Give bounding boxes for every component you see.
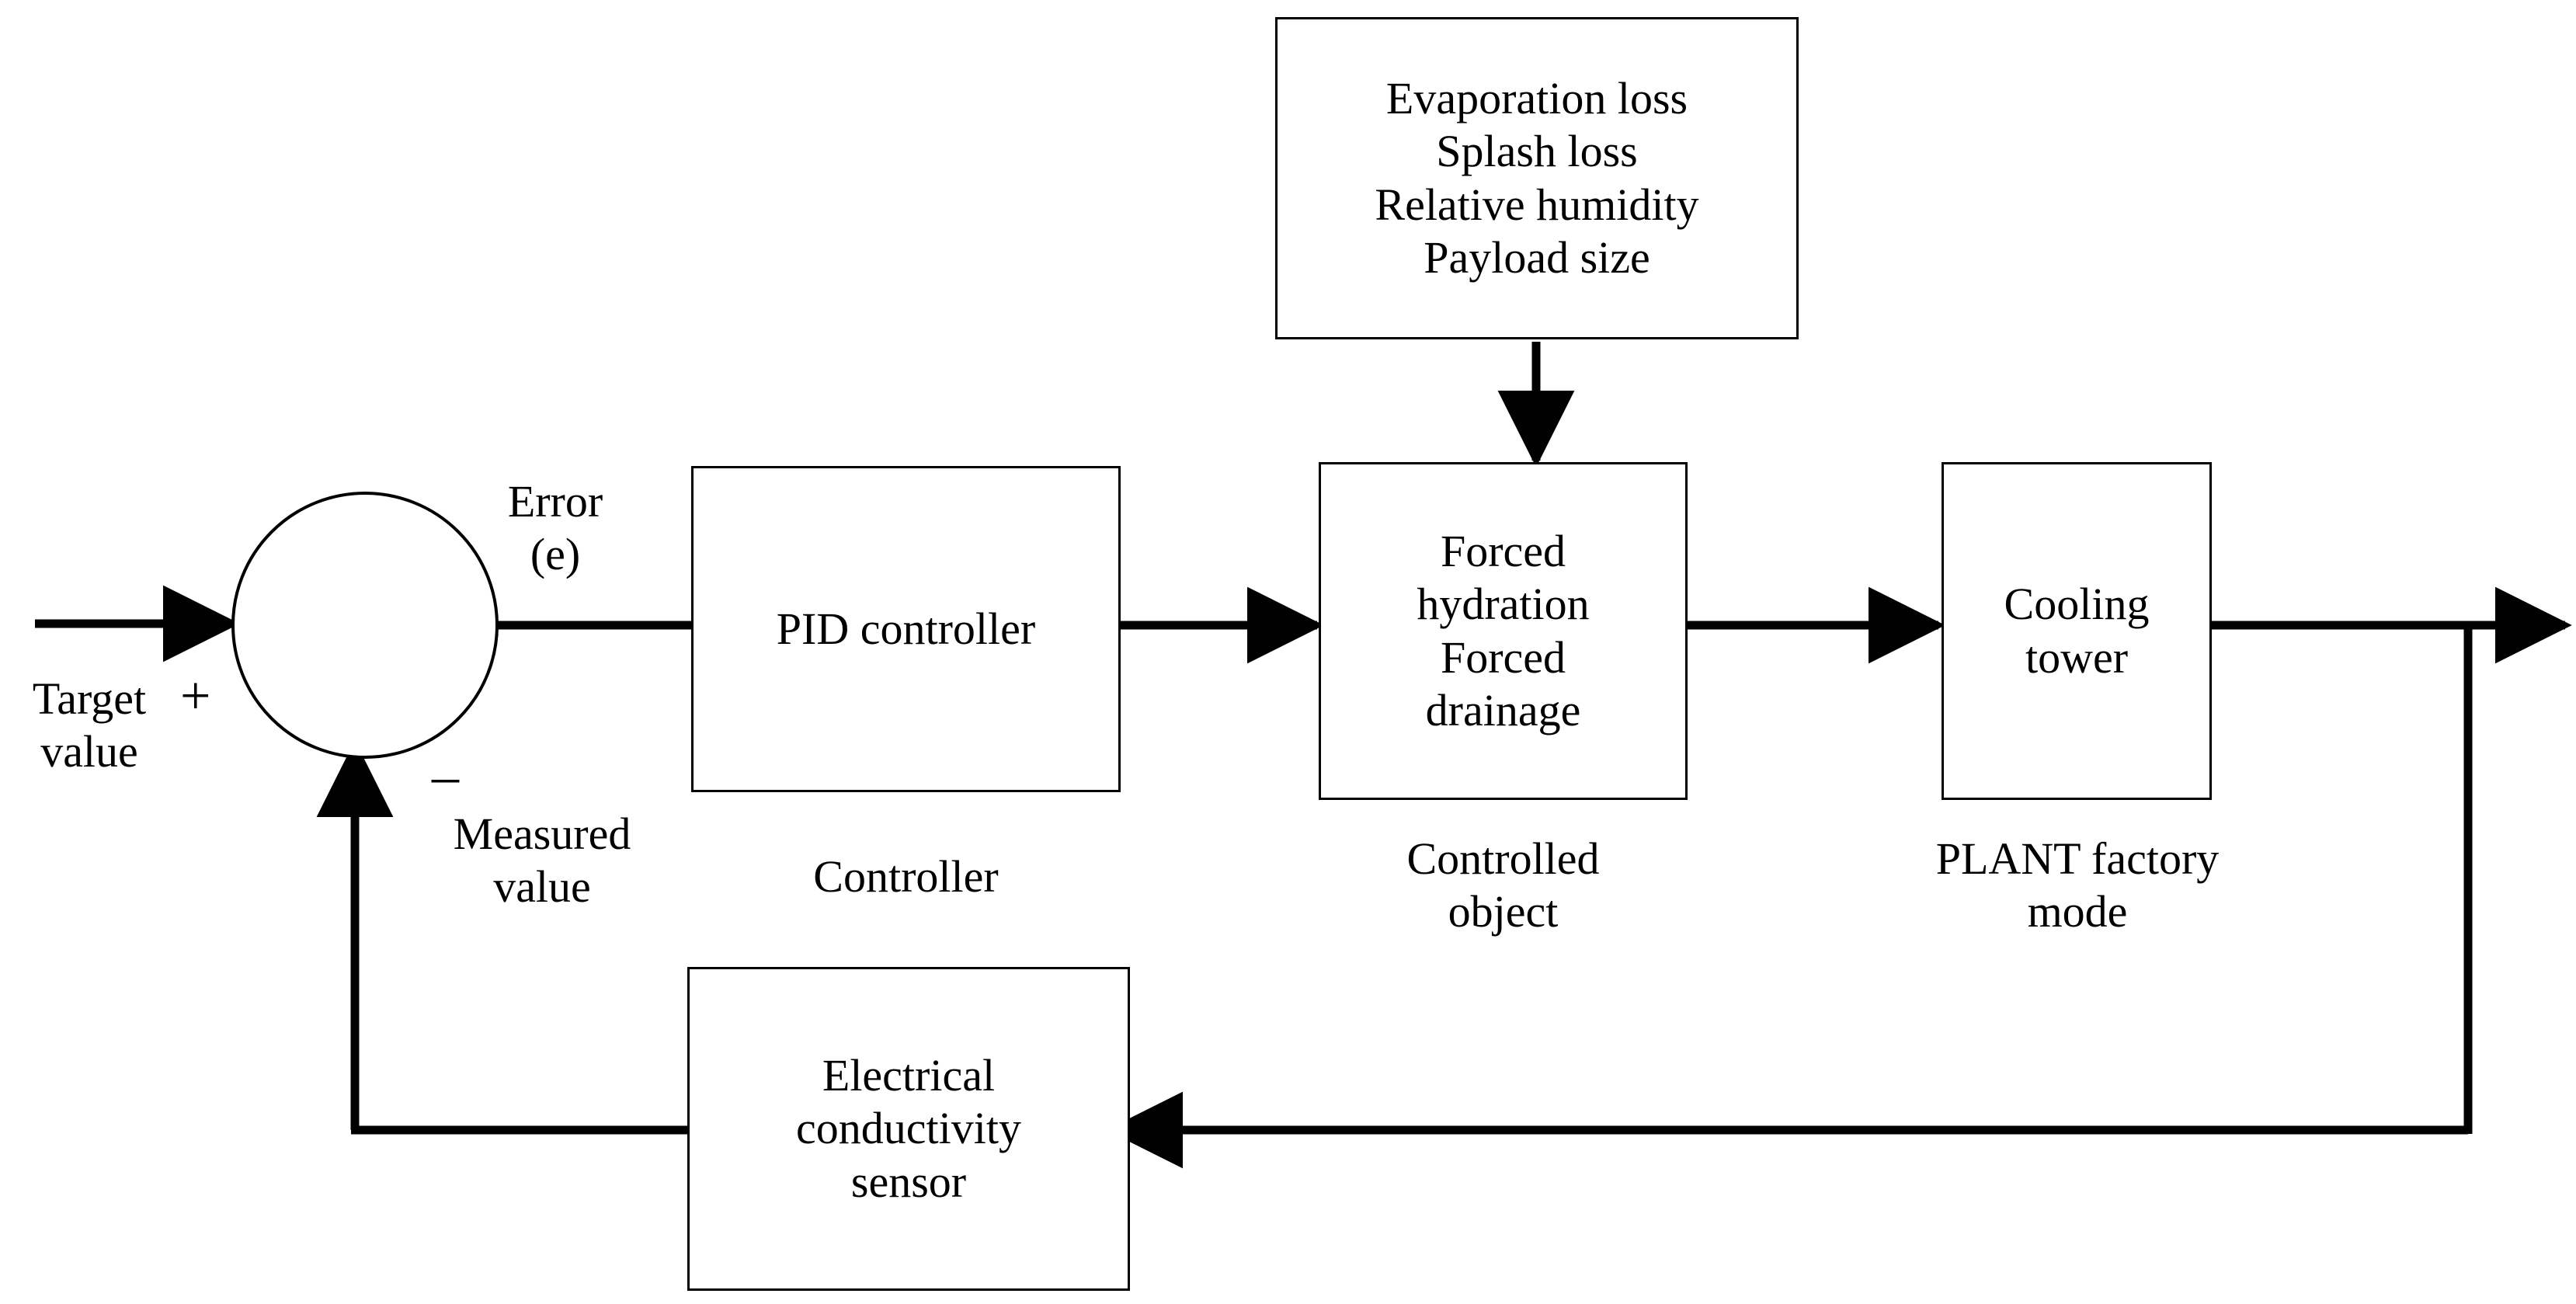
block-cooling-tower[interactable]: Cooling tower — [1942, 462, 2212, 800]
block-disturbances-label: Evaporation loss Splash loss Relative hu… — [1375, 72, 1699, 283]
block-pid-controller[interactable]: PID controller — [691, 466, 1121, 792]
block-controlled-object-label: Forced hydration Forced drainage — [1417, 525, 1590, 735]
label-error: Error (e) — [507, 476, 603, 580]
summing-junction-circle — [231, 492, 499, 759]
block-conductivity-sensor-label: Electrical conductivity sensor — [796, 1049, 1021, 1207]
caption-controller: Controller — [813, 851, 999, 902]
block-disturbances[interactable]: Evaporation loss Splash loss Relative hu… — [1275, 17, 1799, 339]
caption-plant-factory-mode: PLANT factory mode — [1935, 833, 2220, 937]
label-measured-value: Measured value — [453, 808, 631, 913]
block-pid-controller-label: PID controller — [776, 603, 1036, 654]
block-conductivity-sensor[interactable]: Electrical conductivity sensor — [687, 967, 1130, 1291]
caption-controlled-object: Controlled object — [1406, 833, 1600, 937]
block-controlled-object[interactable]: Forced hydration Forced drainage — [1319, 462, 1688, 800]
minus-sign: – — [432, 746, 459, 806]
plus-sign: + — [180, 666, 211, 726]
label-target-value: Target value — [32, 673, 147, 777]
block-cooling-tower-label: Cooling tower — [2004, 579, 2150, 683]
